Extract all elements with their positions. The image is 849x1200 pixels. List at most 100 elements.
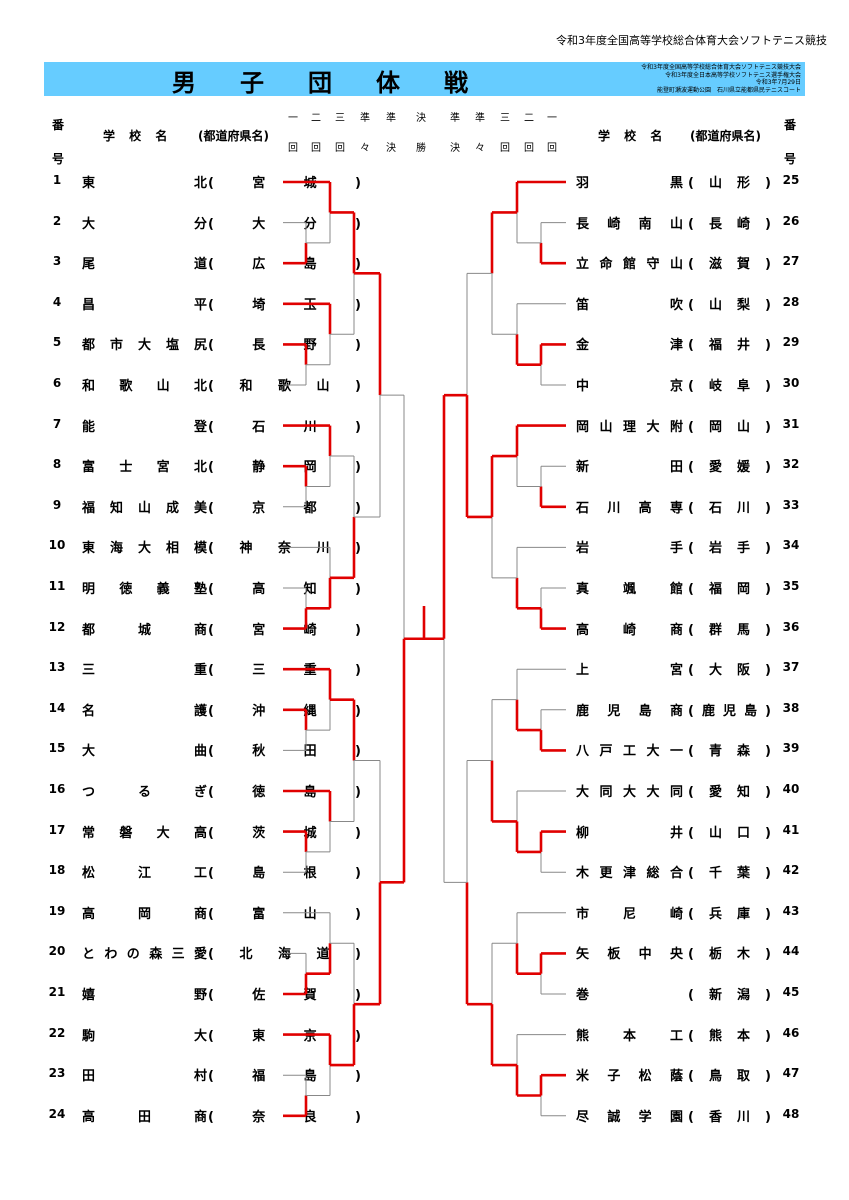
round-header-left-1-bottom: 回: [311, 143, 321, 154]
round-header-left-1-top: 二: [311, 113, 321, 124]
school-name: 笛吹: [576, 297, 684, 313]
prefecture: (徳島): [208, 785, 362, 800]
prefecture: (京都): [208, 500, 362, 516]
team-number: 19: [48, 903, 66, 918]
prefecture: (山梨): [688, 297, 772, 313]
prefecture: (新潟): [688, 988, 772, 1003]
team-number: 3: [52, 254, 62, 269]
team-number: 22: [48, 1025, 66, 1040]
team-number: 38: [782, 700, 800, 715]
prefecture: (三重): [208, 663, 362, 679]
round-header-right-2-bottom: 回: [500, 143, 510, 154]
team-number: 4: [52, 294, 62, 309]
prefecture: (和歌山): [208, 379, 362, 394]
team-number: 34: [782, 538, 800, 553]
prefecture: (大阪): [688, 663, 772, 679]
school-name: 真颯館: [576, 582, 684, 597]
school-name: 東海大相模: [82, 541, 208, 557]
school-name: 常磐大高: [82, 825, 208, 841]
round-header-left-2-bottom: 回: [335, 143, 345, 154]
prefecture: (鳥取): [688, 1069, 772, 1085]
team-number: 31: [782, 416, 800, 431]
school-name: 大曲: [82, 744, 208, 760]
team-number: 10: [48, 538, 66, 553]
team-number: 41: [782, 822, 800, 837]
school-name: 矢板中央: [576, 947, 684, 963]
team-number: 43: [782, 903, 800, 918]
team-number: 5: [52, 335, 62, 350]
prefecture: (愛媛): [688, 460, 772, 476]
school-name: 新田: [576, 460, 684, 476]
team-number: 2: [52, 213, 62, 228]
prefecture: (島根): [208, 866, 362, 882]
prefecture: (宮城): [208, 176, 362, 191]
team-number: 12: [48, 619, 66, 634]
prefecture: (兵庫): [688, 906, 772, 922]
top-note: 令和3年度全国高等学校総合体育大会ソフトテニス競技: [556, 34, 827, 47]
school-name: つるぎ: [82, 785, 208, 800]
team-number: 30: [782, 376, 800, 390]
school-name: 三重: [82, 663, 208, 679]
team-number: 32: [782, 457, 800, 472]
prefecture: (山口): [688, 825, 772, 841]
event-info-line: 能登町瀬波運動公園 石川県立能都県民テニスコート: [656, 86, 801, 94]
school-name: 駒大: [82, 1028, 208, 1044]
round-header-right-4-bottom: 回: [547, 143, 557, 154]
team-number: 45: [782, 985, 800, 999]
prefecture: (静岡): [208, 460, 362, 476]
round-header-right-2-top: 三: [500, 113, 510, 124]
school-name: 名護: [82, 703, 208, 719]
round-header-left-3-top: 準: [360, 113, 370, 124]
school-name: 鹿児島商: [576, 703, 684, 719]
school-name: 巻: [576, 988, 591, 1003]
team-number: 8: [52, 457, 62, 472]
prefecture: (愛知): [688, 785, 772, 800]
prefecture: (北海道): [208, 947, 362, 963]
team-number: 13: [48, 660, 66, 675]
team-number: 28: [782, 294, 800, 309]
team-number: 48: [782, 1106, 800, 1121]
school-name: 都城商: [82, 622, 208, 638]
school-name: 石川高専: [576, 500, 684, 516]
prefecture: (千葉): [688, 866, 772, 882]
prefecture: (山形): [688, 176, 772, 191]
prefecture: (茨城): [208, 825, 362, 841]
team-number: 47: [782, 1066, 800, 1081]
page-title: 男子団体戦: [172, 69, 512, 97]
prefecture: (栃木): [688, 947, 772, 963]
team-number: 42: [782, 863, 800, 878]
team-number: 26: [782, 213, 800, 228]
school-name: 昌平: [82, 297, 208, 313]
team-number: 14: [48, 700, 66, 715]
school-name: 高田商: [82, 1109, 208, 1125]
school-name: 木更津総合: [576, 866, 684, 882]
school-name: 岡山理大附: [576, 419, 684, 435]
school-name: 八戸工大一: [576, 744, 684, 760]
school-name: 明徳義塾: [82, 582, 208, 597]
prefecture: (鹿児島): [688, 703, 772, 719]
team-number: 29: [782, 335, 800, 350]
school-name: 尾道: [82, 257, 208, 273]
school-name: 大同大大同: [576, 785, 684, 800]
title-bar: 男子団体戦 令和3年度全国高等学校総合体育大会ソフトテニス競技大会 令和3年度全…: [44, 62, 805, 97]
team-number: 20: [48, 944, 66, 959]
prefecture: (神奈川): [208, 541, 362, 557]
school-name: 米子松蔭: [576, 1069, 684, 1085]
school-name: とわの森三愛: [82, 947, 208, 963]
school-name: 中京: [576, 379, 684, 394]
round-header-left-0-top: 一: [288, 113, 298, 124]
school-name: 長崎南山: [576, 216, 684, 232]
event-info-line: 令和3年7月29日: [755, 79, 801, 86]
team-number: 9: [52, 497, 62, 512]
num-header-left: 番号: [51, 118, 64, 166]
team-number: 36: [782, 619, 800, 634]
prefecture: (熊本): [688, 1028, 772, 1044]
team-number: 35: [782, 579, 800, 593]
prefecture: (香川): [688, 1109, 772, 1125]
round-header-left-2-top: 三: [335, 113, 345, 124]
event-info-line: 令和3年度全国高等学校総合体育大会ソフトテニス競技大会: [641, 64, 801, 71]
school-name: 大分: [82, 216, 208, 232]
round-header-right-3-bottom: 回: [524, 143, 534, 154]
team-number: 27: [782, 254, 800, 269]
